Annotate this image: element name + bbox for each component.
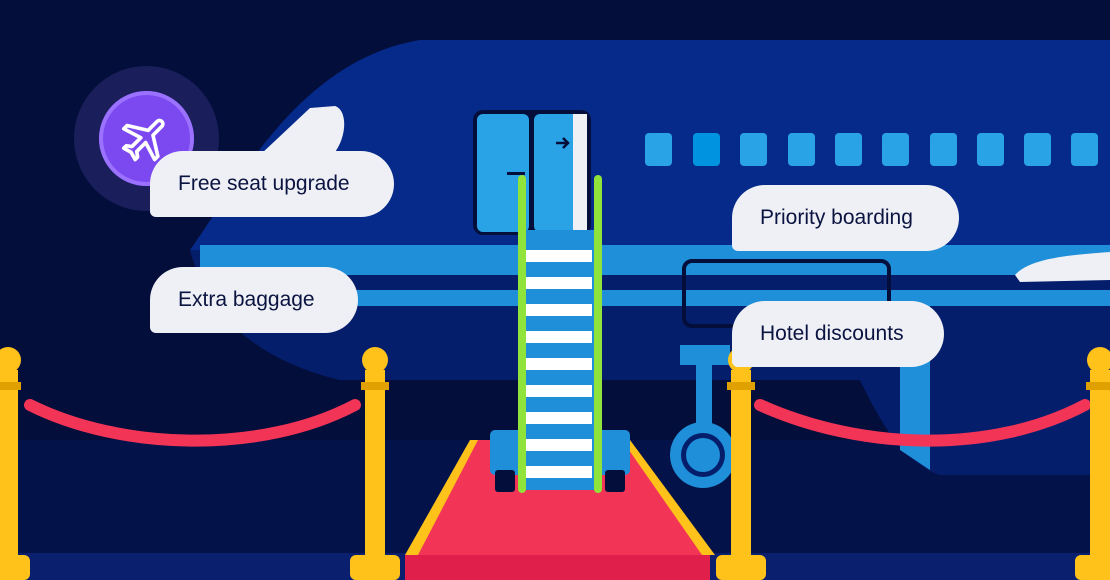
stanchions-left <box>0 347 400 580</box>
airplane-windows <box>645 133 1098 166</box>
boarding-stairs <box>490 175 630 493</box>
red-carpet <box>405 440 715 580</box>
landing-gear <box>670 345 736 488</box>
perk-hotel-discounts: Hotel discounts <box>732 301 944 367</box>
perk-free-seat-upgrade: Free seat upgrade <box>150 151 394 217</box>
airplane-door <box>473 110 591 235</box>
perk-extra-baggage: Extra baggage <box>150 267 358 333</box>
airplane-icon <box>121 118 165 162</box>
perk-priority-boarding: Priority boarding <box>732 185 959 251</box>
